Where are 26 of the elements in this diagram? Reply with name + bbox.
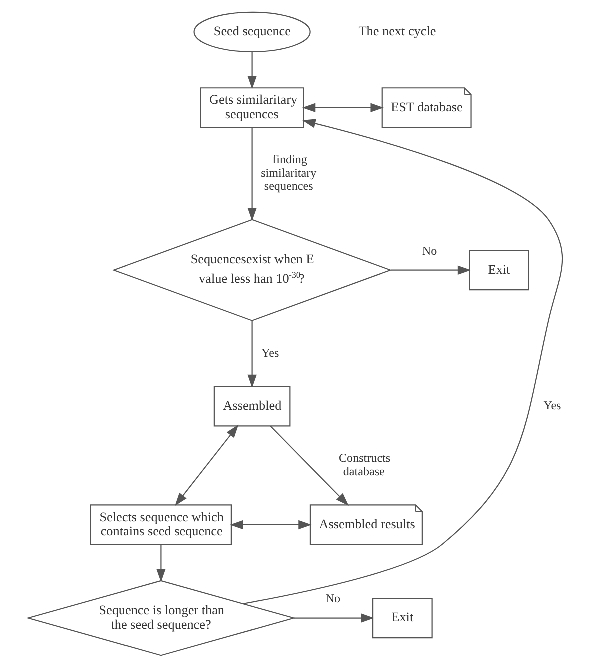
arrow (247, 320, 256, 388)
edge-label: No (422, 244, 437, 258)
arrow (156, 544, 166, 582)
node-box: Exit (468, 250, 529, 291)
arrow (230, 520, 312, 530)
node-box: Selects sequence which contains seed sequence (90, 504, 232, 546)
arrow (294, 614, 374, 623)
arrow (247, 128, 256, 222)
arrow (242, 119, 562, 605)
node-ellipse: Seed sequence (193, 12, 310, 52)
node-diamond: Sequencesexist when E value less han 10$^{-30}$? (112, 219, 392, 322)
edge-label: Yes (261, 346, 279, 360)
node-box: Exit (372, 598, 432, 639)
label: The next cycle (358, 24, 436, 39)
arrow (174, 424, 238, 506)
node-box: Assembled (213, 386, 290, 427)
edge-label: finding similaritary sequences (260, 152, 316, 193)
edge-label: No (325, 592, 340, 606)
edge-label: Constructs database (338, 451, 390, 478)
edge-label: Yes (543, 398, 561, 413)
arrow (302, 103, 384, 113)
node-box: Gets similaritary sequences (200, 88, 304, 128)
arrow (270, 426, 348, 506)
node-diamond: Sequence is longer than the seed sequence? (26, 580, 296, 656)
arrow (247, 52, 256, 90)
arrow (390, 266, 471, 275)
